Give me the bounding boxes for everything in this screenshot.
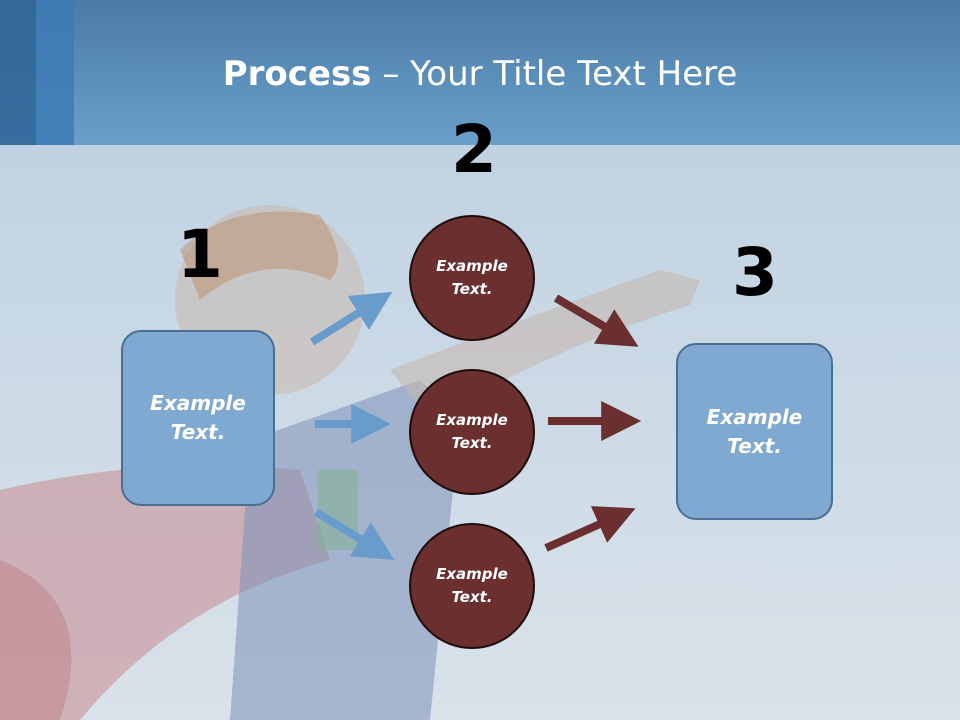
arrow-1-to-2a bbox=[309, 291, 393, 346]
title-rest: – Your Title Text Here bbox=[371, 54, 738, 94]
step-3-box: Example Text. bbox=[676, 343, 833, 520]
step-1-text: Example Text. bbox=[150, 391, 246, 444]
arrow-2c-to-3 bbox=[544, 506, 636, 552]
step-2-circle-top: Example Text. bbox=[409, 215, 535, 341]
step-2-text-bottom: Example Text. bbox=[436, 565, 508, 606]
step-2-text-top: Example Text. bbox=[436, 257, 508, 298]
slide-title: Process – Your Title Text Here bbox=[0, 54, 960, 94]
step-2-number: 2 bbox=[451, 111, 497, 188]
header-band bbox=[0, 0, 960, 145]
step-1-box: Example Text. bbox=[121, 330, 275, 506]
step-1-number: 1 bbox=[177, 216, 223, 293]
arrow-2a-to-3 bbox=[553, 294, 639, 347]
arrow-1-to-2c bbox=[313, 508, 395, 561]
step-3-number: 3 bbox=[732, 234, 778, 311]
header-accent-bar bbox=[36, 0, 74, 145]
step-3-text: Example Text. bbox=[706, 404, 803, 458]
step-2-circle-bottom: Example Text. bbox=[409, 523, 535, 649]
header-accent-bar bbox=[0, 0, 36, 145]
step-2-text-middle: Example Text. bbox=[436, 411, 508, 452]
title-bold: Process bbox=[222, 54, 372, 94]
step-2-circle-middle: Example Text. bbox=[409, 369, 535, 495]
